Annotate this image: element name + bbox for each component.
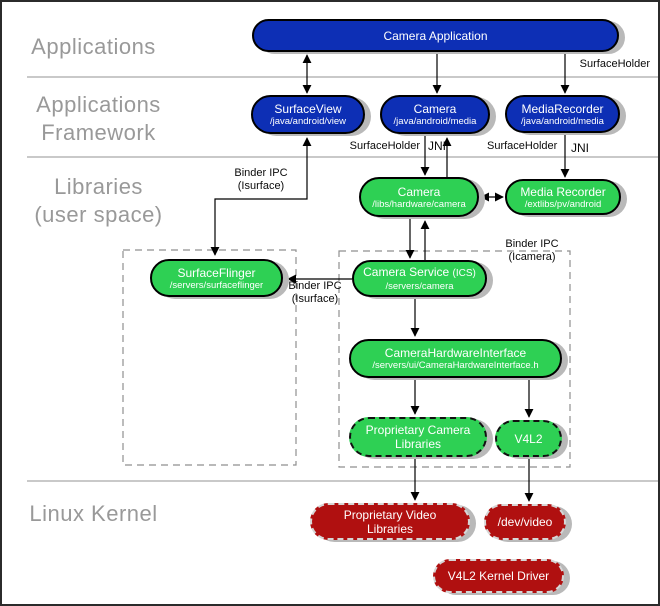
layer-label-applications: Applications [6, 33, 181, 61]
arrow-surfaceview-surfaceflinger [210, 137, 312, 256]
node-title-line2: Libraries [394, 437, 442, 451]
edge-label-binder-ipc-isurface-mid: Binder IPC (Isurface) [282, 280, 348, 306]
layer-label-line: Libraries [54, 174, 143, 199]
node-path: /java/android/media [393, 116, 477, 127]
node-camera-library: Camera /libs/hardware/camera [359, 177, 479, 217]
node-media-recorder-library: Media Recorder /extlibs/pv/android [505, 179, 621, 215]
edge-label-line: (Isurface) [237, 180, 285, 192]
node-v4l2-kernel-driver: V4L2 Kernel Driver [433, 559, 564, 593]
node-title: /dev/video [497, 515, 553, 529]
node-title: Camera Application [383, 28, 488, 43]
edge-label-binder-ipc-icamera: Binder IPC (Icamera) [496, 238, 568, 264]
node-v4l2: V4L2 [495, 420, 562, 457]
edge-label-surfaceholder-mediarecorder: SurfaceHolder [487, 140, 558, 152]
layer-label-line: Linux Kernel [29, 501, 158, 526]
node-title: V4L2 Kernel Driver [447, 569, 550, 583]
edge-label-line: Binder IPC [288, 280, 342, 292]
node-title: Camera [413, 102, 457, 116]
node-path: /libs/hardware/camera [372, 198, 466, 210]
edge-label-line: (Icamera) [508, 251, 556, 263]
layer-label-applications-framework: Applications Framework [6, 91, 191, 147]
node-title: SurfaceFlinger [177, 265, 256, 280]
node-title: Proprietary Camera [365, 423, 471, 437]
node-title: Media Recorder [520, 184, 606, 199]
node-proprietary-video-libraries: Proprietary Video Libraries [310, 503, 470, 540]
surfaceflinger-process-boundary [122, 249, 297, 466]
layer-label-line: Applications [36, 92, 161, 117]
node-title-line2: Libraries [366, 521, 414, 536]
edge-label-line: Binder IPC [505, 238, 559, 250]
node-dev-video: /dev/video [484, 504, 566, 540]
edge-label-surfaceholder-top: SurfaceHolder [579, 58, 650, 70]
layer-label-linux-kernel: Linux Kernel [6, 500, 181, 528]
node-title-suffix: (ICS) [452, 268, 476, 279]
node-title: Proprietary Video [343, 507, 437, 522]
layer-label-line: Framework [41, 120, 156, 145]
edge-label-line: Binder IPC [234, 167, 288, 179]
node-title: MediaRecorder [521, 101, 604, 116]
edge-label-binder-ipc-isurface-top: Binder IPC (Isurface) [216, 167, 306, 193]
node-title: Camera [397, 184, 441, 199]
node-mediarecorder-framework: MediaRecorder /java/android/media [505, 95, 620, 133]
node-path: /extlibs/pv/android [524, 198, 602, 210]
node-camera-framework: Camera /java/android/media [380, 95, 490, 134]
node-proprietary-camera-libraries: Proprietary Camera Libraries [349, 417, 487, 457]
node-path: /servers/surfaceflinger [169, 279, 264, 291]
node-path: /java/android/media [521, 115, 604, 127]
cameraservice-process-boundary [338, 250, 571, 468]
edge-label-surfaceholder-camera: SurfaceHolder [349, 140, 420, 152]
node-camera-service: Camera Service (ICS) /servers/camera [352, 260, 487, 297]
node-title: CameraHardwareInterface [384, 346, 527, 360]
node-path: /servers/camera [385, 281, 454, 292]
node-path: /servers/ui/CameraHardwareInterface.h [372, 360, 539, 371]
layer-label-line: Applications [31, 34, 156, 59]
node-camera-application: Camera Application [252, 19, 619, 52]
edge-label-line: (Isurface) [291, 293, 339, 305]
node-title: V4L2 [514, 431, 543, 446]
node-path: /java/android/view [269, 116, 347, 127]
node-title-text: Camera Service [363, 265, 450, 279]
node-title: Camera Service (ICS) [363, 265, 476, 281]
node-camerahardwareinterface: CameraHardwareInterface /servers/ui/Came… [349, 339, 562, 378]
edge-label-jni-camera: JNI [428, 139, 446, 153]
edge-label-jni-mediarecorder: JNI [571, 141, 589, 155]
node-surfaceview: SurfaceView /java/android/view [251, 95, 365, 134]
node-title: SurfaceView [274, 102, 342, 116]
layer-label-libraries: Libraries (user space) [6, 173, 191, 229]
node-surfaceflinger: SurfaceFlinger /servers/surfaceflinger [150, 259, 283, 297]
layer-label-line: (user space) [34, 202, 163, 227]
